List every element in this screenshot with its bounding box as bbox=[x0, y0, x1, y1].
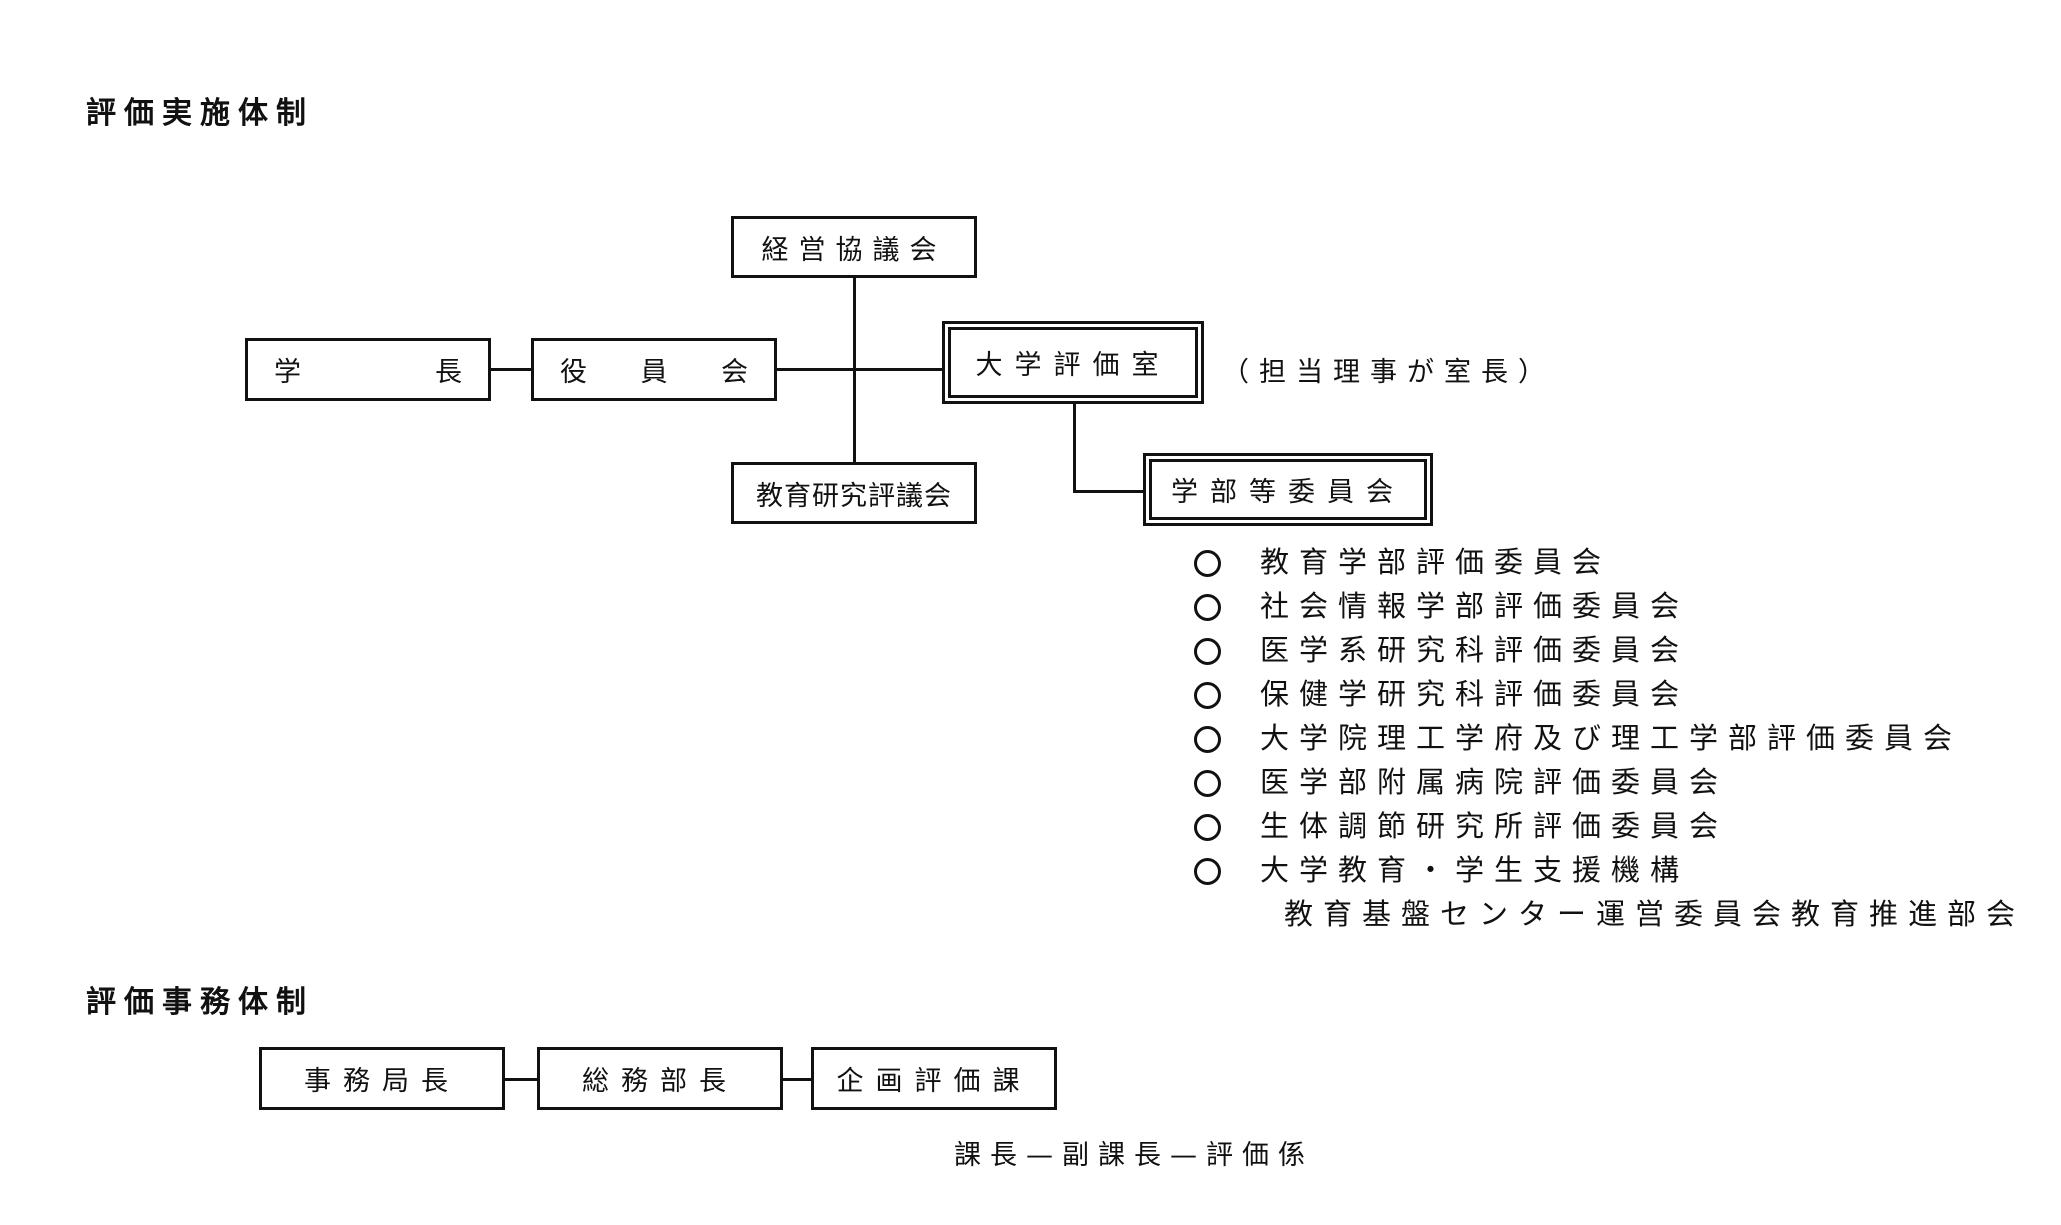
faculty-committee-box: 学部等委員会 bbox=[1143, 453, 1433, 526]
circle-bullet-icon bbox=[1194, 550, 1221, 577]
secretary-general-label: 事務局長 bbox=[304, 1066, 460, 1097]
evaluation-office-note: （担当理事が室長） bbox=[1222, 357, 1555, 388]
management-council-box: 経営協議会 bbox=[731, 216, 977, 278]
general-affairs-label: 総務部長 bbox=[582, 1066, 738, 1097]
faculty-committee-label: 学部等委員会 bbox=[1171, 477, 1405, 508]
committee-name: 生体調節研究所評価委員会 bbox=[1260, 809, 1729, 843]
list-item: 医学部附属病院評価委員会 bbox=[1194, 760, 1962, 804]
secretary-general-box: 事務局長 bbox=[259, 1047, 505, 1110]
connector-president-board bbox=[489, 368, 534, 371]
staff-chain: 課長—副課長—評価係 bbox=[954, 1140, 1314, 1171]
circle-bullet-icon bbox=[1194, 638, 1221, 665]
evaluation-office-label: 大学評価室 bbox=[975, 350, 1171, 381]
committee-name: 社会情報学部評価委員会 bbox=[1260, 589, 1690, 623]
president-label-1: 学 bbox=[274, 357, 301, 388]
president-box: 学 長 bbox=[245, 338, 491, 401]
president-label-2: 長 bbox=[435, 357, 462, 388]
board-label-1: 役 bbox=[560, 357, 587, 388]
connector-office-faculty bbox=[1073, 490, 1148, 493]
education-research-council-box: 教育研究評議会 bbox=[731, 462, 977, 524]
committee-name: 医学部附属病院評価委員会 bbox=[1260, 765, 1729, 799]
board-box: 役 員 会 bbox=[531, 338, 777, 401]
committee-list: 教育学部評価委員会 社会情報学部評価委員会 医学系研究科評価委員会 保健学研究科… bbox=[1194, 540, 2015, 931]
connector-councils-vertical bbox=[853, 278, 856, 463]
board-label-3: 会 bbox=[721, 357, 748, 388]
committee-name: 医学系研究科評価委員会 bbox=[1260, 633, 1690, 667]
circle-bullet-icon bbox=[1194, 814, 1221, 841]
list-item: 医学系研究科評価委員会 bbox=[1194, 628, 1962, 672]
management-council-label: 経営協議会 bbox=[761, 234, 947, 266]
committee-name-continuation: 教育基盤センター運営委員会教育推進部会 bbox=[1284, 897, 2026, 931]
list-item: 生体調節研究所評価委員会 bbox=[1194, 804, 1962, 848]
education-research-council-label: 教育研究評議会 bbox=[756, 480, 952, 512]
list-item: 大学院理工学府及び理工学部評価委員会 bbox=[1194, 716, 1962, 760]
evaluation-office-box: 大学評価室 bbox=[942, 321, 1204, 404]
connector-ga-planning bbox=[783, 1078, 814, 1081]
list-item: 大学教育・学生支援機構 教育基盤センター運営委員会教育推進部会 bbox=[1194, 848, 2015, 931]
connector-office-down bbox=[1073, 398, 1076, 493]
connector-secgen-ga bbox=[504, 1078, 539, 1081]
committee-name: 大学院理工学府及び理工学部評価委員会 bbox=[1260, 721, 1963, 755]
circle-bullet-icon bbox=[1194, 858, 1221, 885]
heading-office-system: 評価事務体制 bbox=[86, 985, 314, 1020]
circle-bullet-icon bbox=[1194, 770, 1221, 797]
circle-bullet-icon bbox=[1194, 682, 1221, 709]
planning-evaluation-label: 企画評価課 bbox=[836, 1066, 1032, 1097]
list-item: 保健学研究科評価委員会 bbox=[1194, 672, 1962, 716]
connector-board-office bbox=[777, 368, 947, 371]
committee-name: 保健学研究科評価委員会 bbox=[1260, 677, 1690, 711]
planning-evaluation-box: 企画評価課 bbox=[811, 1047, 1057, 1110]
board-label-2: 員 bbox=[640, 357, 668, 388]
list-item: 社会情報学部評価委員会 bbox=[1194, 584, 1962, 628]
list-item: 教育学部評価委員会 bbox=[1194, 540, 1962, 584]
committee-name: 教育学部評価委員会 bbox=[1260, 545, 1612, 579]
circle-bullet-icon bbox=[1194, 726, 1221, 753]
circle-bullet-icon bbox=[1194, 594, 1221, 621]
heading-evaluation-system: 評価実施体制 bbox=[86, 96, 314, 131]
general-affairs-box: 総務部長 bbox=[537, 1047, 783, 1110]
committee-name: 大学教育・学生支援機構 bbox=[1260, 853, 1690, 887]
